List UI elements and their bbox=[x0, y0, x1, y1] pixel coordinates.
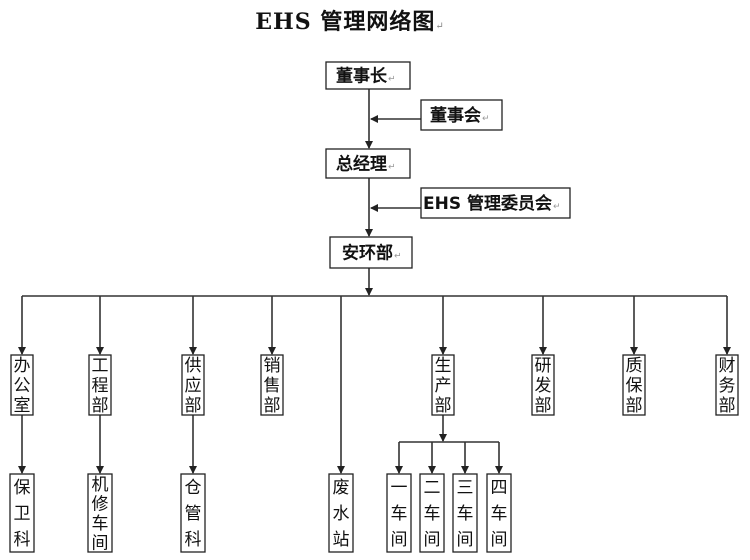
safety-env-dept-box-border bbox=[329, 236, 413, 269]
sub-box-warehouse-border bbox=[180, 473, 206, 553]
sub-box-workshop-3-label: 三车间 bbox=[457, 478, 474, 550]
general-manager-box: 总经理↵ bbox=[325, 148, 411, 179]
dept-box-rnd-label: 研发部 bbox=[535, 356, 552, 416]
sub-box-workshop-2: 二车间 bbox=[419, 473, 445, 553]
ehs-committee-box-border bbox=[420, 187, 571, 219]
chairman-box-border bbox=[325, 61, 411, 90]
sub-box-maintenance-workshop-border bbox=[87, 473, 113, 553]
dept-box-quality: 质保部 bbox=[622, 354, 646, 416]
sub-box-maintenance-workshop: 机修车间 bbox=[87, 473, 113, 554]
dept-box-finance-label: 财务部 bbox=[719, 356, 736, 416]
dept-box-finance-border bbox=[715, 354, 739, 416]
sub-box-workshop-2-label: 二车间 bbox=[424, 478, 441, 550]
title-text: EHS 管理网络图 bbox=[255, 9, 436, 35]
paragraph-mark-icon: ↵ bbox=[435, 21, 445, 32]
ehs-committee-box: EHS 管理委员会↵ bbox=[420, 187, 571, 219]
dept-box-rnd: 研发部 bbox=[531, 354, 555, 416]
sub-box-warehouse: 仓管科 bbox=[180, 473, 206, 553]
safety-env-dept-box: 安环部↵ bbox=[329, 236, 413, 269]
dept-box-office-label: 办公室 bbox=[14, 356, 31, 416]
dept-box-rnd-border bbox=[531, 354, 555, 416]
sub-box-security-border bbox=[9, 473, 35, 553]
dept-box-office-border bbox=[10, 354, 34, 416]
dept-box-production: 生产部 bbox=[431, 354, 455, 416]
ehs-committee-box-label: EHS 管理委员会 bbox=[423, 193, 552, 214]
sub-box-warehouse-label: 仓管科 bbox=[185, 478, 202, 550]
dept-box-engineering-border bbox=[88, 354, 112, 416]
sub-box-workshop-3: 三车间 bbox=[452, 473, 478, 553]
dept-box-engineering: 工程部 bbox=[88, 354, 112, 416]
sub-box-wastewater-station-label: 废水站 bbox=[333, 478, 350, 550]
sub-box-workshop-2-border bbox=[419, 473, 445, 553]
sub-box-wastewater-station: 废水站 bbox=[328, 473, 354, 553]
sub-box-security: 保卫科 bbox=[9, 473, 35, 553]
board-box-label: 董事会 bbox=[430, 105, 481, 126]
sub-box-workshop-1-border bbox=[386, 473, 412, 553]
dept-box-production-label: 生产部 bbox=[435, 356, 452, 416]
sub-box-workshop-4-label: 四车间 bbox=[491, 478, 508, 550]
paragraph-mark-icon: ↵ bbox=[394, 252, 402, 262]
diagram-title: EHS 管理网络图↵ bbox=[0, 4, 700, 36]
board-box-border bbox=[420, 99, 503, 131]
board-box: 董事会↵ bbox=[420, 99, 503, 131]
sub-box-workshop-4-border bbox=[486, 473, 512, 553]
chairman-box: 董事长↵ bbox=[325, 61, 411, 90]
dept-box-quality-border bbox=[622, 354, 646, 416]
dept-box-office: 办公室 bbox=[10, 354, 34, 416]
dept-box-quality-label: 质保部 bbox=[626, 356, 643, 416]
dept-box-supply: 供应部 bbox=[181, 354, 205, 416]
dept-box-sales: 销售部 bbox=[260, 354, 284, 416]
paragraph-mark-icon: ↵ bbox=[388, 163, 396, 173]
general-manager-box-label: 总经理 bbox=[336, 154, 387, 175]
paragraph-mark-icon: ↵ bbox=[482, 114, 490, 124]
safety-env-dept-box-label: 安环部 bbox=[342, 243, 393, 264]
sub-box-workshop-1: 一车间 bbox=[386, 473, 412, 553]
sub-box-workshop-3-border bbox=[452, 473, 478, 553]
dept-box-supply-border bbox=[181, 354, 205, 416]
sub-box-workshop-1-label: 一车间 bbox=[391, 478, 408, 550]
sub-box-security-label: 保卫科 bbox=[14, 478, 31, 550]
dept-box-supply-label: 供应部 bbox=[185, 356, 202, 416]
dept-box-sales-label: 销售部 bbox=[264, 356, 281, 416]
general-manager-box-border bbox=[325, 148, 411, 179]
dept-box-production-border bbox=[431, 354, 455, 416]
sub-box-maintenance-workshop-label: 机修车间 bbox=[92, 475, 109, 554]
sub-box-wastewater-station-border bbox=[328, 473, 354, 553]
paragraph-mark-icon: ↵ bbox=[553, 202, 561, 212]
dept-box-engineering-label: 工程部 bbox=[92, 356, 109, 416]
dept-box-finance: 财务部 bbox=[715, 354, 739, 416]
sub-box-workshop-4: 四车间 bbox=[486, 473, 512, 553]
paragraph-mark-icon: ↵ bbox=[388, 75, 396, 85]
dept-box-sales-border bbox=[260, 354, 284, 416]
chairman-box-label: 董事长 bbox=[336, 66, 388, 87]
